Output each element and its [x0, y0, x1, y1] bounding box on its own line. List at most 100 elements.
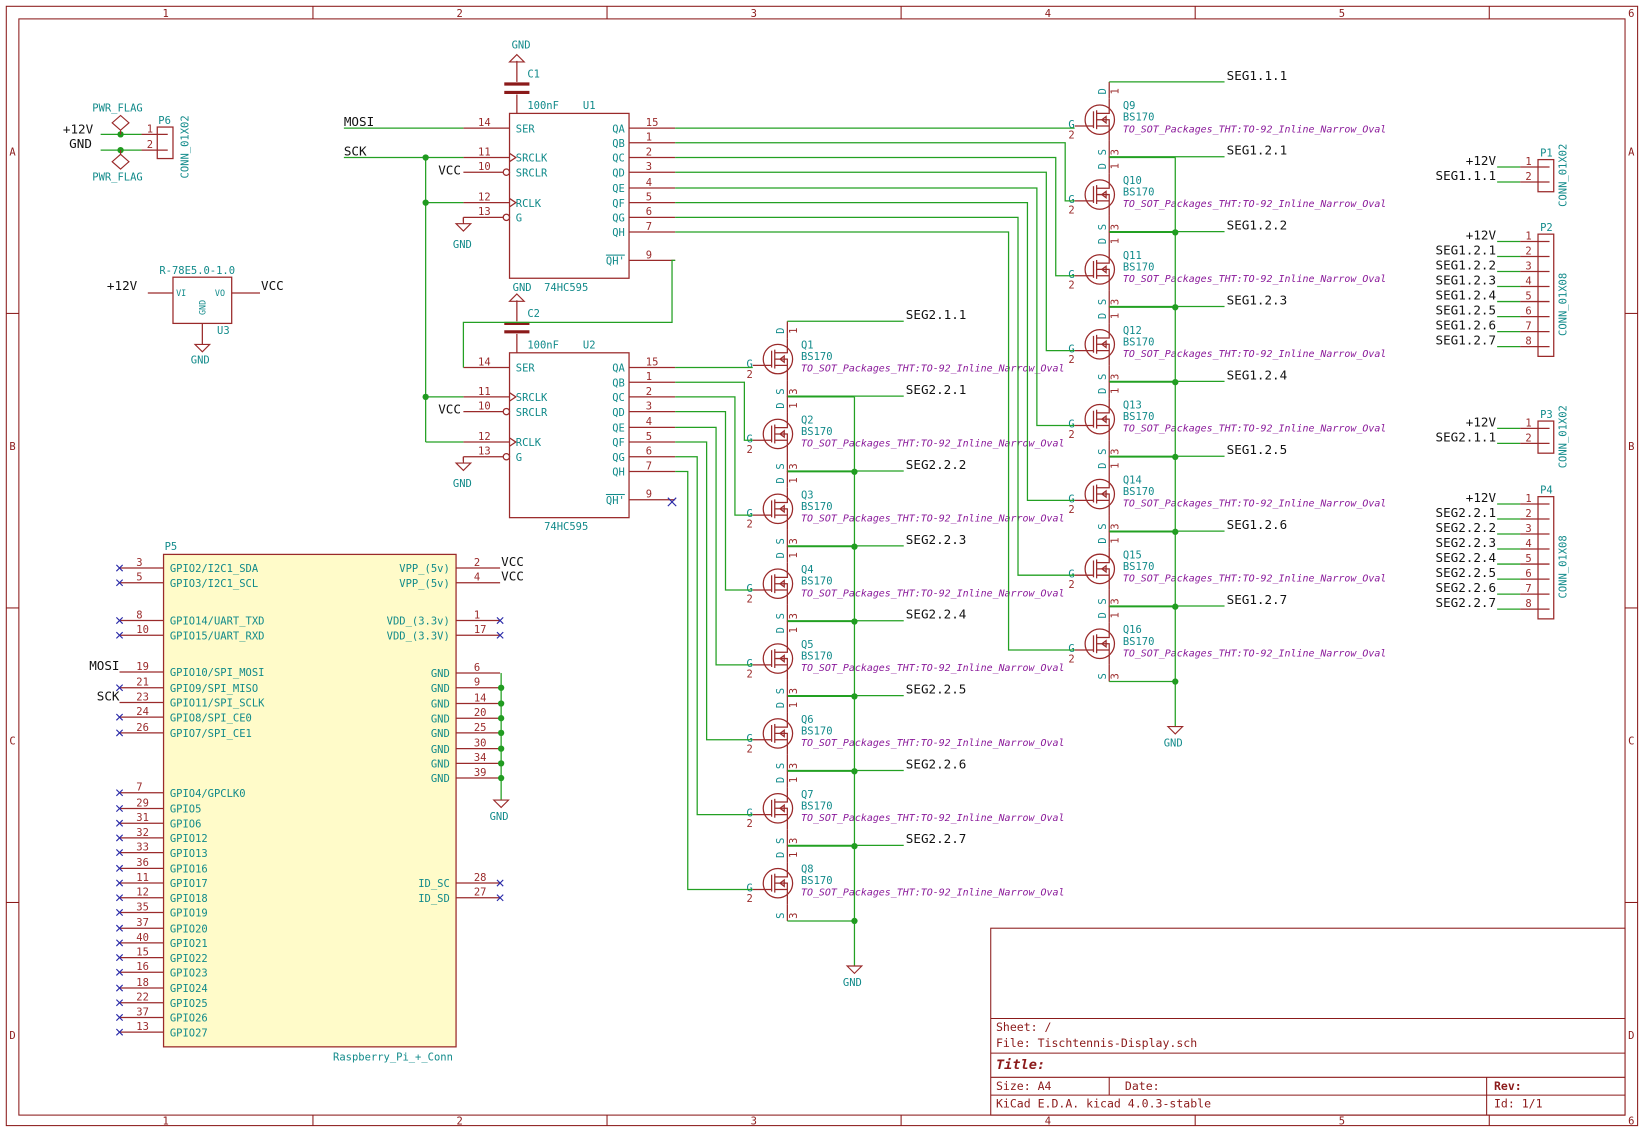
- no-connect-icon: [115, 968, 124, 976]
- pwr-flag-icon: [111, 150, 130, 170]
- svg-text:G: G: [746, 433, 752, 445]
- pin-number: 14: [474, 692, 487, 704]
- net-label-seg: SEG2.2.2: [906, 457, 967, 472]
- no-connect-icon: [115, 819, 124, 827]
- no-connect-icon: [115, 1013, 124, 1022]
- pin-name: GPIO14/UART_TXD: [170, 616, 265, 628]
- svg-text:3: 3: [646, 400, 652, 412]
- title-block-border: [990, 927, 1626, 1116]
- connector-ref: P1: [1540, 147, 1553, 159]
- svg-text:1: 1: [788, 777, 800, 783]
- connector-p4[interactable]: P4CONN_01X081+12V2SEG2.2.13SEG2.2.24SEG2…: [1436, 484, 1570, 620]
- svg-text:5: 5: [646, 192, 652, 204]
- column-marker: 4: [1045, 8, 1051, 20]
- net-label: SEG2.2.1: [1436, 505, 1497, 520]
- mosfet-footprint: TO_SOT_Packages_THT:TO-92_Inline_Narrow_…: [801, 364, 1064, 375]
- pin-name: GPIO10/SPI_MOSI: [170, 667, 265, 679]
- mosfet-ref: Q14: [1123, 475, 1142, 487]
- pin-name: GND: [431, 759, 450, 771]
- svg-text:11: 11: [478, 386, 491, 398]
- net-label: SEG1.2.1: [1436, 242, 1497, 257]
- pin-name: GPIO26: [170, 1013, 208, 1025]
- svg-text:2: 2: [746, 743, 752, 755]
- svg-text:3: 3: [1110, 673, 1122, 679]
- no-connect-icon: [496, 879, 504, 887]
- pin-number: 16: [136, 961, 149, 973]
- title-block-tool: KiCad E.D.A. kicad 4.0.3-stable: [996, 1097, 1211, 1111]
- mosfet-symbol-icon: [1084, 628, 1116, 660]
- no-connect-icon: [115, 1028, 124, 1036]
- svg-text:2: 2: [1068, 654, 1074, 666]
- row-marker: B: [1628, 441, 1634, 453]
- raspberry-pi-p5[interactable]: P5Raspberry_Pi_+_Conn3GPIO2/I2C1_SDA5GPI…: [89, 541, 524, 1063]
- svg-text:2: 2: [1068, 429, 1074, 441]
- svg-text:3: 3: [788, 688, 800, 694]
- pin-name: GPIO4/GPCLK0: [170, 788, 246, 800]
- net-label-mosi: MOSI: [344, 114, 374, 129]
- svg-text:G: G: [1068, 344, 1074, 356]
- pin-name: GPIO6: [170, 818, 202, 830]
- pin-number: 11: [136, 872, 149, 884]
- no-connect-icon: [115, 789, 124, 797]
- ic-value: 74HC595: [544, 282, 588, 294]
- net-label-vcc: VCC: [438, 162, 461, 177]
- connector-p2[interactable]: P2CONN_01X081+12V2SEG1.2.13SEG1.2.24SEG1…: [1436, 222, 1570, 358]
- svg-text:5: 5: [646, 431, 652, 443]
- svg-text:1: 1: [147, 123, 153, 135]
- mosfet-ref: Q9: [1123, 100, 1136, 112]
- pin-name: VDD_(3.3V): [387, 630, 450, 642]
- mosfet-ref: Q10: [1123, 175, 1142, 187]
- net-label: SEG2.2.4: [1436, 550, 1497, 565]
- mosfet-symbol-icon: [762, 643, 794, 674]
- svg-text:SRCLR: SRCLR: [516, 167, 548, 179]
- net-label-seg: SEG2.2.6: [906, 756, 967, 771]
- svg-text:G: G: [746, 658, 752, 670]
- net-label-vcc: VCC: [438, 402, 461, 417]
- net-label: +12V: [1466, 227, 1497, 242]
- rpi-value: Raspberry_Pi_+_Conn: [333, 1051, 453, 1063]
- mosfet-symbol-icon: [762, 867, 794, 899]
- mosfet-value: BS170: [1123, 636, 1155, 648]
- svg-text:QD: QD: [612, 167, 625, 179]
- power-connector-p6[interactable]: +12V GND PWR_FLAG PWR_FLAG 1 2 P6 CONN_0…: [63, 102, 192, 183]
- pin-name: ID_SC: [418, 878, 450, 890]
- svg-text:7: 7: [646, 460, 652, 472]
- mosfet-symbol-icon: [1084, 254, 1116, 285]
- svg-text:D: D: [1097, 238, 1109, 244]
- gnd-label: GND: [1164, 738, 1183, 750]
- no-connect-icon: [115, 939, 124, 947]
- title-block-sheet: Sheet: /: [996, 1020, 1052, 1034]
- net-label-12v: +12V: [107, 278, 138, 293]
- mosfet-value: BS170: [801, 800, 833, 812]
- pin-number: 39: [474, 767, 487, 779]
- junction: [422, 154, 429, 161]
- net-label: SEG1.2.2: [1436, 257, 1497, 272]
- svg-text:3: 3: [1110, 523, 1122, 529]
- svg-text:S: S: [1097, 224, 1109, 230]
- svg-text:D: D: [775, 852, 787, 858]
- regulator-u3[interactable]: R-78E5.0-1.0 +12V VI VO GND VCC U3 GND: [107, 265, 284, 366]
- mosfet-value: BS170: [801, 501, 833, 513]
- svg-text:RCLK: RCLK: [516, 437, 542, 449]
- mosfet-value: BS170: [1123, 187, 1155, 199]
